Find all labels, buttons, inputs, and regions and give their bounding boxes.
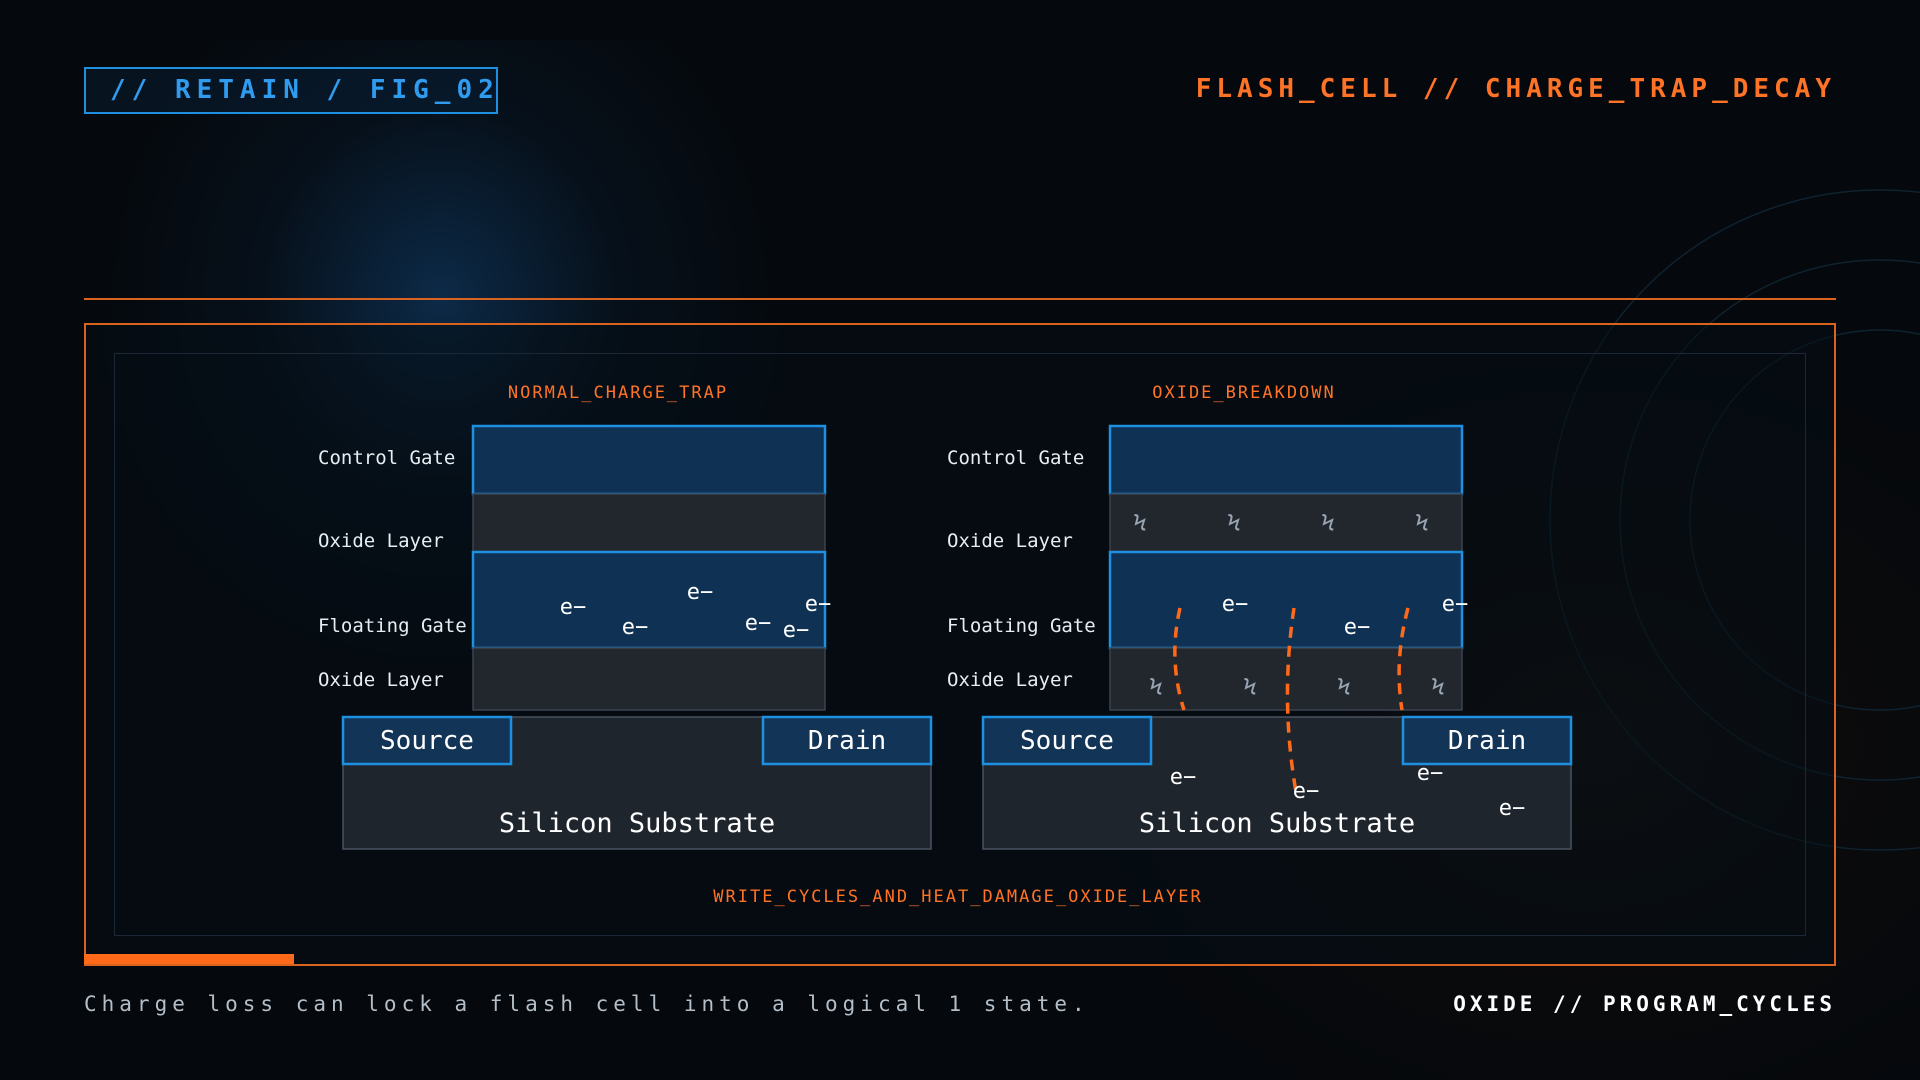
oxide-damage-icon: Ϟ xyxy=(1415,511,1428,536)
left-floating-gate xyxy=(471,550,827,650)
right-substrate-label: Silicon Substrate xyxy=(1139,808,1415,839)
right-drain xyxy=(1401,715,1573,766)
figure-tag: // RETAIN / FIG_02 xyxy=(84,67,498,114)
left-source xyxy=(341,715,513,766)
left-drain-label: Drain xyxy=(808,726,886,756)
left-source-label: Source xyxy=(380,726,474,756)
oxide-damage-icon: Ϟ xyxy=(1227,511,1240,536)
diagram-caption: WRITE_CYCLES_AND_HEAT_DAMAGE_OXIDE_LAYER xyxy=(713,887,1202,907)
left-oxide-layer-lower xyxy=(472,647,826,711)
page-title: FLASH_CELL // CHARGE_TRAP_DECAY xyxy=(1195,74,1836,104)
right-panel-title: OXIDE_BREAKDOWN xyxy=(1152,383,1336,403)
left-label-floating-gate: Floating Gate xyxy=(318,615,467,637)
oxide-damage-icon: Ϟ xyxy=(1337,675,1350,700)
right-electron: e− xyxy=(1293,779,1320,804)
left-electron: e− xyxy=(783,618,810,643)
right-electron: e− xyxy=(1170,765,1197,790)
header-divider xyxy=(84,298,1836,300)
right-label-oxide-layer-lower: Oxide Layer xyxy=(947,669,1073,691)
left-electron: e− xyxy=(805,592,832,617)
left-electron: e− xyxy=(560,595,587,620)
progress-bar-fill xyxy=(84,954,295,964)
right-electron: e− xyxy=(1499,796,1526,821)
left-electron: e− xyxy=(687,580,714,605)
right-label-control-gate: Control Gate xyxy=(947,447,1084,469)
progress-bar xyxy=(84,954,1836,964)
right-label-oxide-layer: Oxide Layer xyxy=(947,530,1073,552)
oxide-damage-icon: Ϟ xyxy=(1149,675,1162,700)
left-oxide-layer-upper xyxy=(472,493,826,553)
left-panel-title: NORMAL_CHARGE_TRAP xyxy=(508,383,728,403)
right-electron: e− xyxy=(1222,592,1249,617)
footer-tag: OXIDE // PROGRAM_CYCLES xyxy=(1453,992,1836,1016)
right-cell: Control Gate Oxide Layer Floating Gate O… xyxy=(947,424,1573,850)
footer-caption: Charge loss can lock a flash cell into a… xyxy=(84,992,1090,1016)
left-label-oxide-layer-lower: Oxide Layer xyxy=(318,669,444,691)
diagram-panel xyxy=(84,323,1836,966)
right-drain-label: Drain xyxy=(1448,726,1526,756)
left-label-oxide-layer: Oxide Layer xyxy=(318,530,444,552)
oxide-damage-icon: Ϟ xyxy=(1243,675,1256,700)
left-label-control-gate: Control Gate xyxy=(318,447,455,469)
left-cell: Control Gate Oxide Layer Floating Gate O… xyxy=(318,424,933,850)
right-floating-gate xyxy=(1108,550,1464,650)
right-electron: e− xyxy=(1442,592,1469,617)
right-label-floating-gate: Floating Gate xyxy=(947,615,1096,637)
leakage-path xyxy=(1285,607,1298,793)
oxide-damage-icon: Ϟ xyxy=(1133,511,1146,536)
diagram-inner-frame xyxy=(114,353,1806,936)
left-drain xyxy=(761,715,933,766)
oxide-damage-icon: Ϟ xyxy=(1321,511,1334,536)
left-control-gate xyxy=(471,424,827,496)
right-source xyxy=(981,715,1153,766)
left-electron: e− xyxy=(745,611,772,636)
right-oxide-layer-upper xyxy=(1109,493,1463,553)
right-oxide-layer-lower xyxy=(1109,647,1463,711)
oxide-damage-icon: Ϟ xyxy=(1431,675,1444,700)
left-substrate-label: Silicon Substrate xyxy=(499,808,775,839)
right-control-gate xyxy=(1108,424,1464,496)
left-electron: e− xyxy=(622,615,649,640)
right-electron: e− xyxy=(1344,615,1371,640)
right-source-label: Source xyxy=(1020,726,1114,756)
right-electron: e− xyxy=(1417,761,1444,786)
